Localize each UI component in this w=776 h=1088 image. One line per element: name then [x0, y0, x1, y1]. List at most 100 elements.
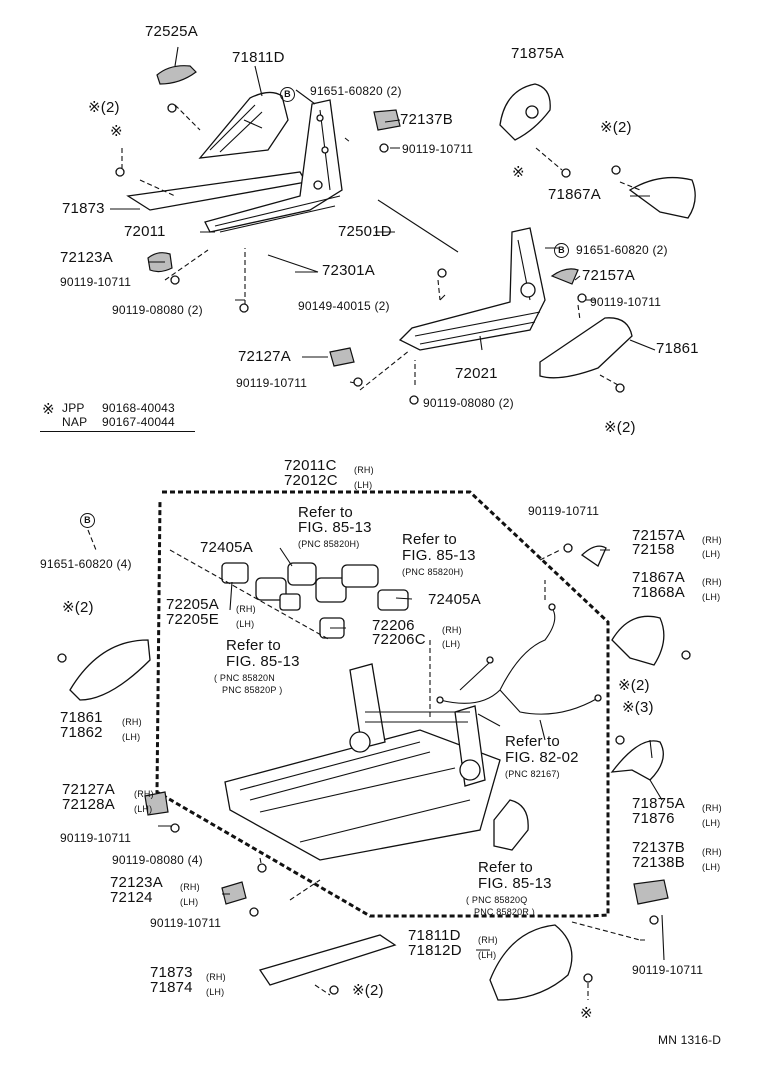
- pnc-85820Q: PNC 85820Q: [471, 895, 528, 905]
- note-x2-d: ※(2): [62, 599, 94, 616]
- note-x2-a: ※(2): [88, 99, 120, 116]
- knob-cover-72525A: [156, 65, 197, 85]
- label-90119-08080: 90119-08080 (2): [112, 303, 203, 317]
- label-90119-a: 90119-10711: [402, 142, 474, 156]
- label-pnc-r: PNC 85820R ): [474, 907, 535, 917]
- label-refer-2: Refer to: [402, 531, 457, 548]
- label-90119-e: 90119-10711: [528, 504, 600, 518]
- label-pnc-82167: (PNC 82167): [505, 769, 560, 779]
- pnc-85820P: PNC 85820P: [222, 685, 277, 695]
- label-72301A: 72301A: [322, 262, 375, 279]
- label-lh-4: (LH): [236, 619, 255, 629]
- label-90119-c: 90119-10711: [590, 295, 662, 309]
- legend-nap: NAP: [62, 415, 88, 429]
- label-lh-10: (LH): [180, 897, 199, 907]
- label-refer-3: Refer to: [226, 637, 281, 654]
- rod-72501D: [377, 199, 459, 253]
- label-71873-rh: 71873: [150, 964, 193, 981]
- label-72011C: 72011C: [284, 457, 337, 474]
- label-72124: 72124: [110, 889, 153, 906]
- legend-mark: ※: [42, 401, 55, 418]
- seat-frame-72011: [204, 99, 343, 233]
- label-lh-7: (LH): [134, 804, 153, 814]
- label-91651-mid: 91651-60820 (2): [576, 243, 668, 257]
- label-72157A-rh: 72157A: [632, 527, 685, 544]
- cable-72301A: [267, 254, 319, 273]
- pnc-85820R: PNC 85820R: [474, 907, 530, 917]
- circle-b-marker: B: [554, 243, 569, 258]
- label-lh-6: (LH): [122, 732, 141, 742]
- label-71874: 71874: [150, 979, 193, 996]
- label-71868A: 71868A: [632, 584, 685, 601]
- label-71812D: 71812D: [408, 942, 462, 959]
- pnc-85820N: PNC 85820N: [219, 673, 275, 683]
- label-pnc-h-2: (PNC 85820H): [402, 567, 464, 577]
- label-refer-4: Refer to: [505, 733, 560, 750]
- note-x-b: ※: [512, 164, 525, 181]
- cover-72127A: [329, 347, 355, 367]
- label-pnc-q: ( PNC 85820Q: [466, 895, 528, 905]
- label-rh-7: (RH): [134, 789, 154, 799]
- label-72011: 72011: [124, 223, 166, 240]
- label-71862: 71862: [60, 724, 103, 741]
- label-rh-4: (RH): [236, 604, 256, 614]
- label-72157A: 72157A: [582, 267, 635, 284]
- cover-72127A-rh: [144, 791, 169, 816]
- label-lh-12: (LH): [206, 987, 225, 997]
- label-72405A: 72405A: [200, 539, 253, 556]
- label-72205A: 72205A: [166, 596, 219, 613]
- label-fig-8202: FIG. 82-02: [505, 749, 579, 766]
- label-lh-5: (LH): [442, 639, 461, 649]
- note-x2-b: ※(2): [600, 119, 632, 136]
- label-90119-g: 90119-10711: [150, 916, 222, 930]
- label-rh-12: (RH): [206, 972, 226, 982]
- label-lh-11: (LH): [478, 950, 497, 960]
- note-x-c: ※: [580, 1005, 593, 1022]
- label-71861-rh: 71861: [60, 709, 103, 726]
- label-72137B: 72137B: [400, 111, 453, 128]
- label-fig-2: FIG. 85-13: [402, 547, 476, 564]
- label-circle-b-3: B: [80, 510, 95, 528]
- note-x2-f: ※(2): [352, 982, 384, 999]
- note-x3: ※(3): [622, 699, 654, 716]
- label-90119-d: 90119-10711: [236, 376, 308, 390]
- label-circle-b-1: B: [280, 84, 295, 102]
- assembly-boundary: [155, 490, 610, 918]
- clip-72137B-rh: [633, 879, 669, 905]
- label-lh-8: (LH): [702, 818, 721, 828]
- label-refer-1: Refer to: [298, 504, 353, 521]
- label-90119-08080-b: 90119-08080 (2): [423, 396, 514, 410]
- figure-code: MN 1316-D: [658, 1033, 722, 1047]
- label-72205E: 72205E: [166, 611, 219, 628]
- label-90119-f: 90119-10711: [60, 831, 132, 845]
- label-fig-5: FIG. 85-13: [478, 875, 552, 892]
- label-72128A: 72128A: [62, 796, 115, 813]
- label-pnc-h-1: (PNC 85820H): [298, 539, 360, 549]
- note-x-a: ※: [110, 123, 123, 140]
- lever-72157A: [550, 268, 579, 285]
- label-72021: 72021: [455, 365, 498, 382]
- label-lh-2: (LH): [702, 549, 721, 559]
- label-refer-5: Refer to: [478, 859, 533, 876]
- label-lh-1: (LH): [354, 480, 373, 490]
- label-90149: 90149-40015 (2): [298, 299, 390, 313]
- label-72012C: 72012C: [284, 472, 338, 489]
- bracket-8513: [493, 799, 529, 851]
- label-71875A-rh: 71875A: [632, 795, 685, 812]
- label-72206C: 72206C: [372, 631, 426, 648]
- label-rh-11: (RH): [478, 935, 498, 945]
- wire-harness: [439, 607, 599, 727]
- label-71811D-rh: 71811D: [408, 927, 461, 944]
- label-71861: 71861: [656, 340, 699, 357]
- label-90119-h: 90119-10711: [632, 963, 704, 977]
- label-72405A-b: 72405A: [428, 591, 481, 608]
- label-rh-5: (RH): [442, 625, 462, 635]
- label-lh-9: (LH): [702, 862, 721, 872]
- circle-b-marker: B: [80, 513, 95, 528]
- cover-71867A-rh: [611, 615, 665, 666]
- label-71873: 71873: [62, 200, 105, 217]
- legend-underline: [40, 431, 195, 432]
- label-72138B: 72138B: [632, 854, 685, 871]
- label-91651-top: 91651-60820 (2): [310, 84, 402, 98]
- cover-72123A-rh: [221, 881, 247, 905]
